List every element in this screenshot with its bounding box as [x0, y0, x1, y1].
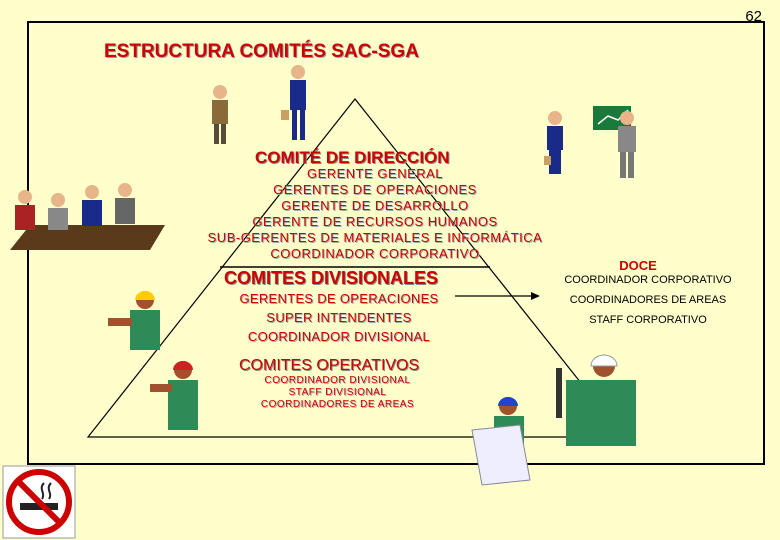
worker-icon [471, 397, 531, 486]
divisionales-members: GERENTES DE OPERACIONES SUPER INTENDENTE… [219, 289, 459, 346]
divisionales-member: COORDINADOR DIVISIONAL [247, 329, 431, 344]
doce-member: COORDINADOR CORPORATIVO [564, 274, 732, 286]
divisionales-member: SUPER INTENDENTES [266, 310, 412, 325]
worker-icon [150, 361, 198, 430]
doce-heading: DOCE [619, 258, 657, 273]
pyramid-triangle [86, 98, 626, 438]
operativos-member: COORDINADORES DE AREAS [260, 399, 415, 410]
doce-member: STAFF CORPORATIVO [589, 314, 707, 326]
direccion-member: SUB-GERENTES DE MATERIALES E INFORMÁTICA [207, 230, 543, 245]
presenter-icon [593, 106, 636, 178]
doce-members: COORDINADOR CORPORATIVO COORDINADORES DE… [548, 274, 748, 326]
direccion-member: GERENTE DE DESARROLLO [281, 198, 469, 213]
doce-arrow-head [531, 292, 540, 300]
meeting-icon [10, 183, 165, 250]
worker-icon [108, 291, 160, 350]
page-number: 62 [745, 8, 762, 25]
direccion-member: GERENTE DE RECURSOS HUMANOS [252, 214, 498, 229]
direccion-members: GERENTE GENERAL GERENTES DE OPERACIONES … [175, 166, 575, 262]
direccion-member: COORDINADOR CORPORATIVO [270, 246, 480, 261]
no-smoking-icon [2, 465, 76, 539]
businessman-icon [281, 65, 306, 140]
businessman-icon [212, 85, 228, 144]
businesswoman-icon [544, 111, 563, 174]
operativos-heading: COMITES OPERATIVOS [239, 357, 420, 374]
direccion-member: GERENTES DE OPERACIONES [273, 182, 477, 197]
divisionales-heading: COMITES DIVISIONALES [224, 268, 439, 288]
doce-member: COORDINADORES DE AREAS [569, 294, 727, 306]
operativos-members: COORDINADOR DIVISIONAL STAFF DIVISIONAL … [255, 375, 420, 411]
worker-icon [556, 354, 636, 446]
direccion-member: GERENTE GENERAL [306, 166, 444, 181]
direccion-heading: COMITÉ DE DIRECCIÓN [255, 148, 450, 167]
slide-title: ESTRUCTURA COMITÉS SAC-SGA [104, 41, 419, 62]
operativos-member: COORDINADOR DIVISIONAL [264, 375, 411, 386]
operativos-member: STAFF DIVISIONAL [288, 387, 387, 398]
divisionales-member: GERENTES DE OPERACIONES [239, 291, 439, 306]
